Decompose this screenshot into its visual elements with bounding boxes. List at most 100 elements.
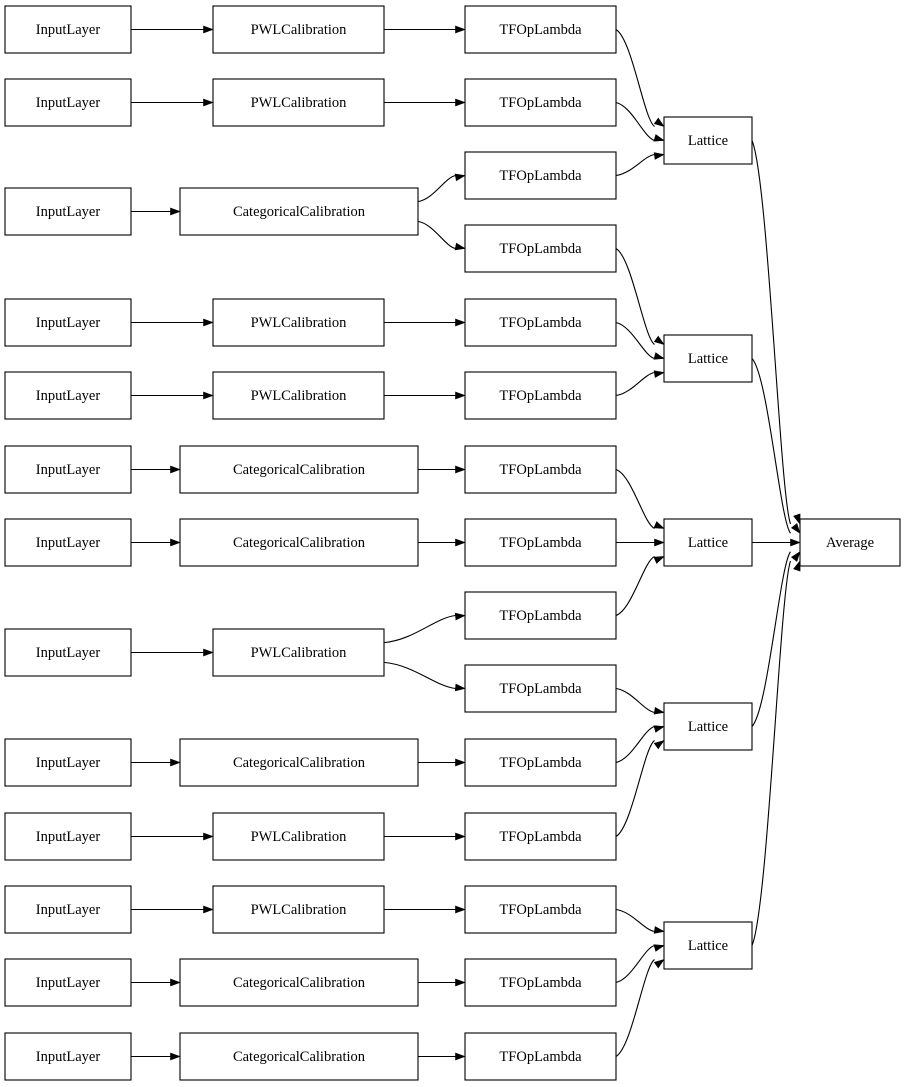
node-inputlayer-in3[interactable]: InputLayer [4,298,132,347]
node-box[interactable] [663,518,753,567]
node-box[interactable] [464,591,617,640]
node-box[interactable] [464,371,617,420]
node-label: InputLayer [36,829,101,845]
node-tfoplambda-op1[interactable]: TFOpLambda [464,78,617,127]
node-tfoplambda-op3[interactable]: TFOpLambda [464,224,617,273]
node-inputlayer-in1[interactable]: InputLayer [4,78,132,127]
node-label: Lattice [688,133,728,149]
node-box[interactable] [212,298,385,347]
node-pwlcalibration-cal9[interactable]: PWLCalibration [212,812,385,861]
node-box[interactable] [4,1032,132,1081]
node-categoricalcalibration-cal5[interactable]: CategoricalCalibration [179,445,419,494]
node-box[interactable] [179,445,419,494]
node-pwlcalibration-cal1[interactable]: PWLCalibration [212,78,385,127]
node-box[interactable] [4,958,132,1007]
node-tfoplambda-op9[interactable]: TFOpLambda [464,664,617,713]
node-box[interactable] [464,151,617,200]
node-inputlayer-in8[interactable]: InputLayer [4,738,132,787]
node-box[interactable] [4,298,132,347]
node-inputlayer-in11[interactable]: InputLayer [4,958,132,1007]
node-box[interactable] [663,334,753,383]
node-categoricalcalibration-cal12[interactable]: CategoricalCalibration [179,1032,419,1081]
node-categoricalcalibration-cal8[interactable]: CategoricalCalibration [179,738,419,787]
arrow-head-icon [455,25,466,34]
node-box[interactable] [4,812,132,861]
node-box[interactable] [464,445,617,494]
node-box[interactable] [464,224,617,273]
node-box[interactable] [464,958,617,1007]
node-box[interactable] [464,5,617,54]
node-box[interactable] [464,518,617,567]
node-box[interactable] [4,187,132,236]
node-box[interactable] [179,958,419,1007]
node-box[interactable] [212,78,385,127]
node-pwlcalibration-cal4[interactable]: PWLCalibration [212,371,385,420]
node-box[interactable] [212,812,385,861]
node-box[interactable] [179,1032,419,1081]
node-box[interactable] [464,1032,617,1081]
node-inputlayer-in6[interactable]: InputLayer [4,518,132,567]
node-box[interactable] [464,885,617,934]
node-box[interactable] [4,5,132,54]
node-box[interactable] [663,702,753,751]
node-label: TFOpLambda [499,902,582,918]
node-tfoplambda-op8[interactable]: TFOpLambda [464,591,617,640]
node-pwlcalibration-cal10[interactable]: PWLCalibration [212,885,385,934]
node-box[interactable] [663,116,753,165]
node-box[interactable] [464,298,617,347]
node-box[interactable] [4,738,132,787]
node-box[interactable] [212,371,385,420]
node-box[interactable] [212,628,385,677]
node-inputlayer-in10[interactable]: InputLayer [4,885,132,934]
node-lattice-lat3[interactable]: Lattice [663,702,753,751]
node-pwlcalibration-cal0[interactable]: PWLCalibration [212,5,385,54]
node-box[interactable] [4,885,132,934]
node-box[interactable] [179,518,419,567]
node-box[interactable] [4,371,132,420]
node-box[interactable] [179,187,419,236]
node-tfoplambda-op12[interactable]: TFOpLambda [464,885,617,934]
node-inputlayer-in2[interactable]: InputLayer [4,187,132,236]
node-box[interactable] [212,5,385,54]
node-tfoplambda-op11[interactable]: TFOpLambda [464,812,617,861]
node-inputlayer-in0[interactable]: InputLayer [4,5,132,54]
node-lattice-lat4[interactable]: Lattice [663,921,753,970]
node-box[interactable] [4,518,132,567]
node-tfoplambda-op4[interactable]: TFOpLambda [464,298,617,347]
node-box[interactable] [464,738,617,787]
node-box[interactable] [4,628,132,677]
node-pwlcalibration-cal3[interactable]: PWLCalibration [212,298,385,347]
node-box[interactable] [663,921,753,970]
node-categoricalcalibration-cal6[interactable]: CategoricalCalibration [179,518,419,567]
node-lattice-lat1[interactable]: Lattice [663,334,753,383]
node-lattice-lat0[interactable]: Lattice [663,116,753,165]
node-box[interactable] [179,738,419,787]
node-box[interactable] [4,78,132,127]
node-box[interactable] [799,518,901,567]
node-pwlcalibration-cal7[interactable]: PWLCalibration [212,628,385,677]
node-tfoplambda-op13[interactable]: TFOpLambda [464,958,617,1007]
arrow-head-icon [793,513,801,525]
node-box[interactable] [4,445,132,494]
node-box[interactable] [464,78,617,127]
node-tfoplambda-op10[interactable]: TFOpLambda [464,738,617,787]
node-box[interactable] [464,664,617,713]
node-tfoplambda-op7[interactable]: TFOpLambda [464,518,617,567]
node-inputlayer-in4[interactable]: InputLayer [4,371,132,420]
node-categoricalcalibration-cal11[interactable]: CategoricalCalibration [179,958,419,1007]
node-box[interactable] [212,885,385,934]
node-categoricalcalibration-cal2[interactable]: CategoricalCalibration [179,187,419,236]
node-tfoplambda-op6[interactable]: TFOpLambda [464,445,617,494]
node-inputlayer-in12[interactable]: InputLayer [4,1032,132,1081]
node-tfoplambda-op5[interactable]: TFOpLambda [464,371,617,420]
node-lattice-lat2[interactable]: Lattice [663,518,753,567]
node-tfoplambda-op2[interactable]: TFOpLambda [464,151,617,200]
node-average-avg[interactable]: Average [799,518,901,567]
node-inputlayer-in7[interactable]: InputLayer [4,628,132,677]
edge-line [615,555,655,617]
node-tfoplambda-op14[interactable]: TFOpLambda [464,1032,617,1081]
node-inputlayer-in9[interactable]: InputLayer [4,812,132,861]
node-box[interactable] [464,812,617,861]
node-tfoplambda-op0[interactable]: TFOpLambda [464,5,617,54]
node-inputlayer-in5[interactable]: InputLayer [4,445,132,494]
